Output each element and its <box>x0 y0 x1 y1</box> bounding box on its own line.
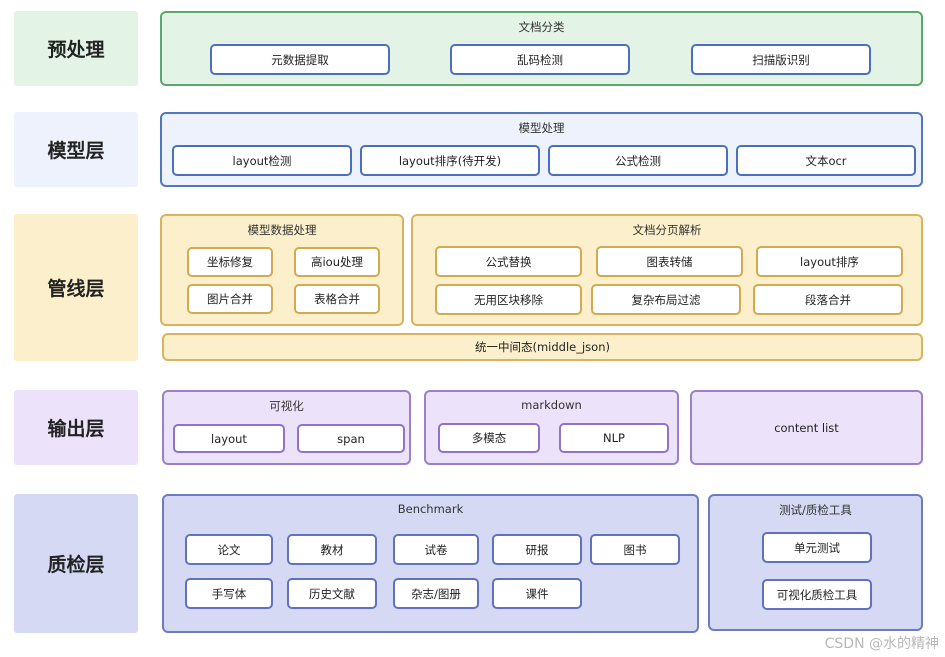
pipeline-middle-json: 统一中间态(middle_json) <box>162 333 923 361</box>
preprocess-item: 元数据提取 <box>210 44 390 75</box>
output-item: span <box>297 424 405 453</box>
pipeline-item: 段落合并 <box>753 284 903 315</box>
pipeline-item: 坐标修复 <box>187 247 273 277</box>
output-content-list: content list <box>690 390 923 465</box>
preprocess-item: 乱码检测 <box>450 44 630 75</box>
model-title: 模型处理 <box>518 121 565 135</box>
output-content-list-text: content list <box>774 420 839 435</box>
pipeline-model-data-title: 模型数据处理 <box>247 223 317 237</box>
output-visual-panel: 可视化 layout span <box>162 390 411 465</box>
pipeline-item: 表格合并 <box>294 284 380 314</box>
layer-label-text: 输出层 <box>47 418 105 440</box>
layer-label-text: 管线层 <box>47 278 105 300</box>
output-item: layout <box>173 424 285 453</box>
layer-label-text: 预处理 <box>47 39 105 61</box>
qa-benchmark-item: 研报 <box>492 534 582 565</box>
qa-tools-item: 单元测试 <box>762 532 872 563</box>
output-markdown-panel: markdown 多模态 NLP <box>424 390 679 465</box>
layer-label-preprocess: 预处理 <box>14 11 138 86</box>
layer-label-output: 输出层 <box>14 390 138 465</box>
pipeline-item: 图片合并 <box>187 284 273 314</box>
layer-label-text: 模型层 <box>47 140 105 162</box>
pipeline-model-data-panel: 模型数据处理 坐标修复 高iou处理 图片合并 表格合并 <box>160 214 404 326</box>
pipeline-doc-parse-panel: 文档分页解析 公式替换 图表转储 layout排序 无用区块移除 复杂布局过滤 … <box>411 214 923 326</box>
qa-benchmark-item: 杂志/图册 <box>393 578 479 609</box>
layer-label-text: 质检层 <box>47 554 105 576</box>
qa-benchmark-item: 手写体 <box>185 578 273 609</box>
qa-tools-panel: 测试/质检工具 单元测试 可视化质检工具 <box>708 494 923 631</box>
output-markdown-title: markdown <box>521 398 582 412</box>
qa-benchmark-item: 教材 <box>287 534 377 565</box>
output-visual-title: 可视化 <box>269 399 304 413</box>
qa-tools-item: 可视化质检工具 <box>762 579 872 610</box>
output-item: 多模态 <box>438 423 540 453</box>
preprocess-title: 文档分类 <box>518 20 565 34</box>
qa-benchmark-item: 试卷 <box>393 534 479 565</box>
qa-benchmark-panel: Benchmark 论文 教材 试卷 研报 图书 手写体 历史文献 杂志/图册 … <box>162 494 699 633</box>
model-item: 文本ocr <box>736 145 916 176</box>
layer-label-qa: 质检层 <box>14 494 138 633</box>
pipeline-doc-parse-title: 文档分页解析 <box>632 223 702 237</box>
layer-label-pipeline: 管线层 <box>14 214 138 361</box>
model-item: layout排序(待开发) <box>360 145 540 176</box>
qa-benchmark-title: Benchmark <box>397 502 464 516</box>
layer-label-model: 模型层 <box>14 112 138 187</box>
model-item: 公式检测 <box>548 145 728 176</box>
preprocess-panel: 文档分类 元数据提取 乱码检测 扫描版识别 <box>160 11 923 86</box>
qa-tools-title: 测试/质检工具 <box>779 503 852 517</box>
qa-benchmark-item: 课件 <box>492 578 582 609</box>
pipeline-item: layout排序 <box>756 246 903 277</box>
preprocess-item: 扫描版识别 <box>691 44 871 75</box>
watermark: CSDN @水的精神 <box>824 636 939 652</box>
model-item: layout检测 <box>172 145 352 176</box>
pipeline-item: 无用区块移除 <box>435 284 582 315</box>
output-item: NLP <box>559 423 669 453</box>
model-panel: 模型处理 layout检测 layout排序(待开发) 公式检测 文本ocr <box>160 112 923 187</box>
pipeline-item: 公式替换 <box>435 246 582 277</box>
qa-benchmark-item: 历史文献 <box>287 578 377 609</box>
pipeline-item: 图表转储 <box>596 246 743 277</box>
qa-benchmark-item: 论文 <box>185 534 273 565</box>
pipeline-middle-text: 统一中间态(middle_json) <box>474 340 610 354</box>
pipeline-item: 高iou处理 <box>294 247 380 277</box>
pipeline-item: 复杂布局过滤 <box>591 284 741 315</box>
qa-benchmark-item: 图书 <box>590 534 680 565</box>
